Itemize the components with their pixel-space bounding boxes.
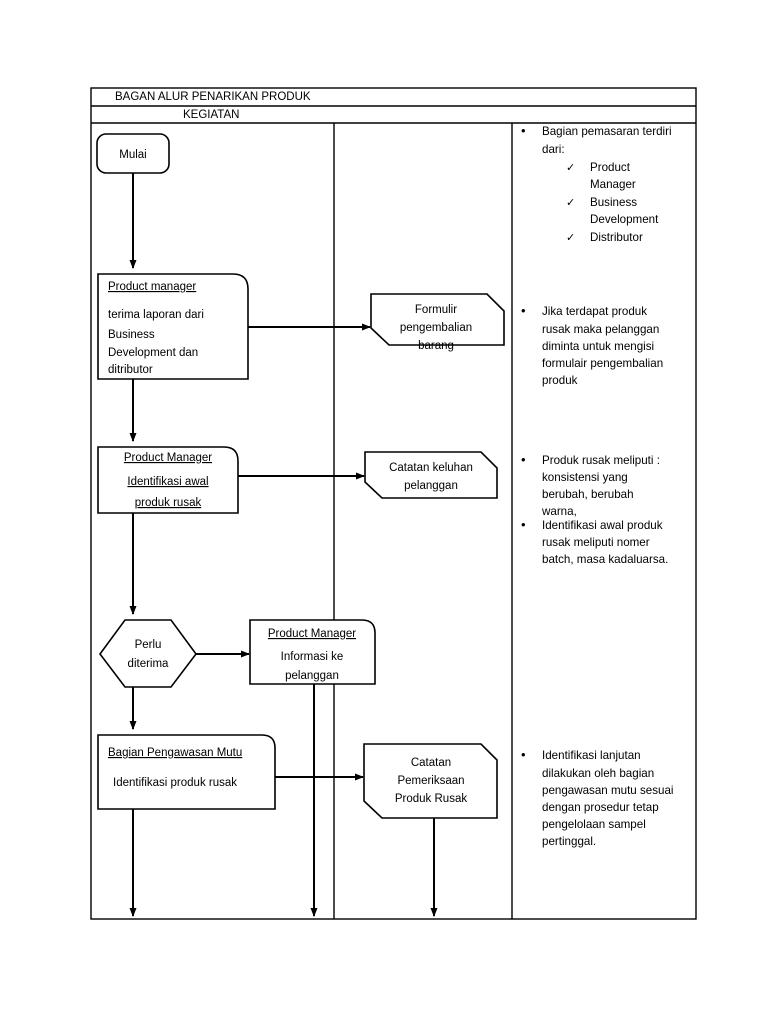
node-product-manager-identifikasi-awal[interactable]: Product Manager Identifikasi awal produk… [97,446,239,514]
note1-line2: dari: [542,143,565,156]
note1-bullet-icon: • [521,123,526,138]
node-pm-terima-line4: ditributor [108,364,153,376]
note1-sub1-line2: Manager [590,178,636,191]
node-catatan-pemeriksaan-line2: Pemeriksaan [397,775,464,787]
note-bagian-pemasaran: • Bagian pemasaran terdiri dari: ✓ Produ… [521,123,672,244]
node-pm-terima-line1: terima laporan dari [108,309,204,321]
note3b-bullet-icon: • [521,517,526,532]
note3b-line1: Identifikasi awal produk [542,519,663,532]
node-formulir-pengembalian-barang[interactable]: Formulir pengembalian barang [370,293,505,352]
note2-line1: Jika terdapat produk [542,305,647,318]
node-formulir-line2: pengembalian [400,322,472,334]
node-mulai-label: Mulai [119,149,146,161]
column-header-kegiatan: KEGIATAN [183,109,239,121]
node-catatan-keluhan-pelanggan[interactable]: Catatan keluhan pelanggan [364,451,498,499]
table-frame [90,87,697,920]
note-produk-rusak: • Produk rusak meliputi : konsistensi ya… [521,452,668,566]
node-catatan-pemeriksaan-line1: Catatan [411,757,451,769]
note2-bullet-icon: • [521,303,526,318]
node-perlu-line2: diterima [128,658,170,670]
node-catatan-pemeriksaan-line3: Produk Rusak [395,793,467,805]
node-pm-terima-line2: Business [108,329,155,341]
node-pm-identifikasi-line1: Identifikasi awal [127,476,208,488]
node-pm-terima-heading: Product manager [108,281,196,293]
note4-line5: pengelolaan sampel [542,818,646,831]
note3a-line3: berubah, berubah [542,488,634,501]
node-product-manager-terima-laporan[interactable]: Product manager terima laporan dari Busi… [97,273,249,380]
note-formulir-pengembalian: • Jika terdapat produk rusak maka pelang… [521,303,663,387]
node-pm-identifikasi-line2: produk rusak [135,497,202,509]
note4-line1: Identifikasi lanjutan [542,749,641,762]
node-pengawasan-heading: Bagian Pengawasan Mutu [108,747,242,759]
note3a-line4: warna, [541,505,577,518]
note3b-line2: rusak meliputi nomer [542,536,650,549]
note1-line1: Bagian pemasaran terdiri [542,125,672,138]
note2-line4: formulair pengembalian [542,357,663,370]
note1-sub2-line1: Business [590,196,637,209]
note1-sub1-line1: Product [590,161,631,174]
note2-line5: produk [542,374,578,387]
node-pm-informasi-line1: Informasi ke [281,651,344,663]
node-pm-informasi-heading: Product Manager [268,628,356,640]
node-formulir-line3: barang [418,340,454,352]
node-catatan-keluhan-line2: pelanggan [404,480,458,492]
node-catatan-keluhan-line1: Catatan keluhan [389,462,473,474]
note1-sub3-line1: Distributor [590,231,643,244]
node-formulir-line1: Formulir [415,304,457,316]
node-bagian-pengawasan-mutu[interactable]: Bagian Pengawasan Mutu Identifikasi prod… [97,734,276,810]
note-identifikasi-lanjutan: • Identifikasi lanjutan dilakukan oleh b… [521,747,673,848]
node-pengawasan-line1: Identifikasi produk rusak [113,777,237,789]
note4-line2: dilakukan oleh bagian [542,767,654,780]
note4-line3: pengawasan mutu sesuai [542,784,673,797]
node-pm-identifikasi-heading: Product Manager [124,452,212,464]
connectors [129,172,438,917]
node-product-manager-informasi[interactable]: Product Manager Informasi ke pelanggan [249,619,376,685]
note3a-line1: Produk rusak meliputi : [542,454,660,467]
note2-line2: rusak maka pelanggan [542,323,659,336]
note4-bullet-icon: • [521,747,526,762]
document-title: BAGAN ALUR PENARIKAN PRODUK [115,91,311,103]
note1-sub2-line2: Development [590,213,659,226]
note3a-bullet-icon: • [521,452,526,467]
note1-check3-icon: ✓ [566,231,575,244]
note4-line6: pertinggal. [542,835,596,848]
note3a-line2: konsistensi yang [542,471,628,484]
node-mulai[interactable]: Mulai [96,133,170,174]
node-pm-informasi-line2: pelanggan [285,670,339,682]
note1-check2-icon: ✓ [566,196,575,209]
note1-check1-icon: ✓ [566,161,575,174]
note2-line3: diminta untuk mengisi [542,340,654,353]
node-perlu-line1: Perlu [135,639,162,651]
node-pm-terima-line3: Development dan [108,347,198,359]
node-perlu-diterima[interactable]: Perlu diterima [99,619,197,688]
note3b-line3: batch, masa kadaluarsa. [542,553,668,566]
note4-line4: dengan prosedur tetap [542,801,659,814]
node-catatan-pemeriksaan-produk-rusak[interactable]: Catatan Pemeriksaan Produk Rusak [363,743,498,819]
